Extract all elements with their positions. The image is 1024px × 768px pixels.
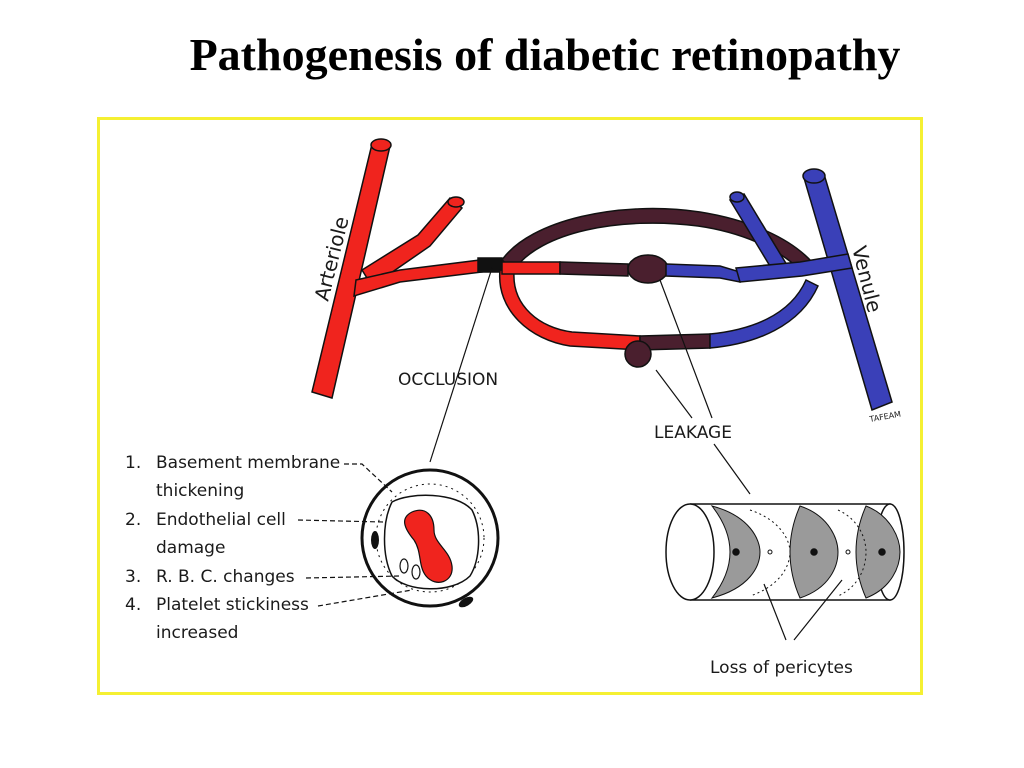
factor-2-line1: Endothelial cell (156, 510, 286, 530)
factor-4-line2: increased (156, 623, 238, 643)
factor-3-number: 3. (125, 567, 141, 587)
occlusion-pointer (429, 267, 493, 463)
capillary-network (477, 207, 819, 368)
leakage-pointer-1 (655, 369, 693, 419)
factor-3-line1: R. B. C. changes (156, 567, 295, 587)
factor-list: 1. Basement membrane thickening 2. Endot… (125, 453, 413, 643)
venule-vessel (728, 168, 893, 412)
leakage-label: LEAKAGE (654, 423, 732, 443)
factor-1-number: 1. (125, 453, 141, 473)
diagram-canvas: Arteriole Venule TAFEAM OCCLUSION LEAKAG… (125, 138, 905, 678)
factor-1-line1: Basement membrane (156, 453, 340, 473)
pericyte-pointer-2 (793, 579, 843, 641)
page-title: Pathogenesis of diabetic retinopathy (189, 29, 901, 80)
leakage-pointer-2 (659, 279, 713, 419)
signature-label: TAFEAM (868, 410, 902, 425)
factor-1-line2: thickening (156, 481, 244, 501)
factor-2-line2: damage (156, 538, 225, 558)
occlusion-label: OCCLUSION (398, 370, 498, 390)
capillary-tube (665, 503, 905, 601)
factor-4-number: 4. (125, 595, 141, 615)
leakage-pointer-3 (713, 443, 751, 495)
factor-2-pointer (297, 519, 385, 523)
factor-1-pointer (344, 463, 393, 493)
pericyte-pointer-1 (763, 583, 787, 641)
factor-2-number: 2. (125, 510, 141, 530)
diagram-frame: Arteriole Venule TAFEAM OCCLUSION LEAKAG… (97, 117, 923, 695)
factor-4-line1: Platelet stickiness (156, 595, 309, 615)
loss-of-pericytes-label: Loss of pericytes (710, 658, 853, 678)
vessel-cross-section (360, 468, 500, 608)
